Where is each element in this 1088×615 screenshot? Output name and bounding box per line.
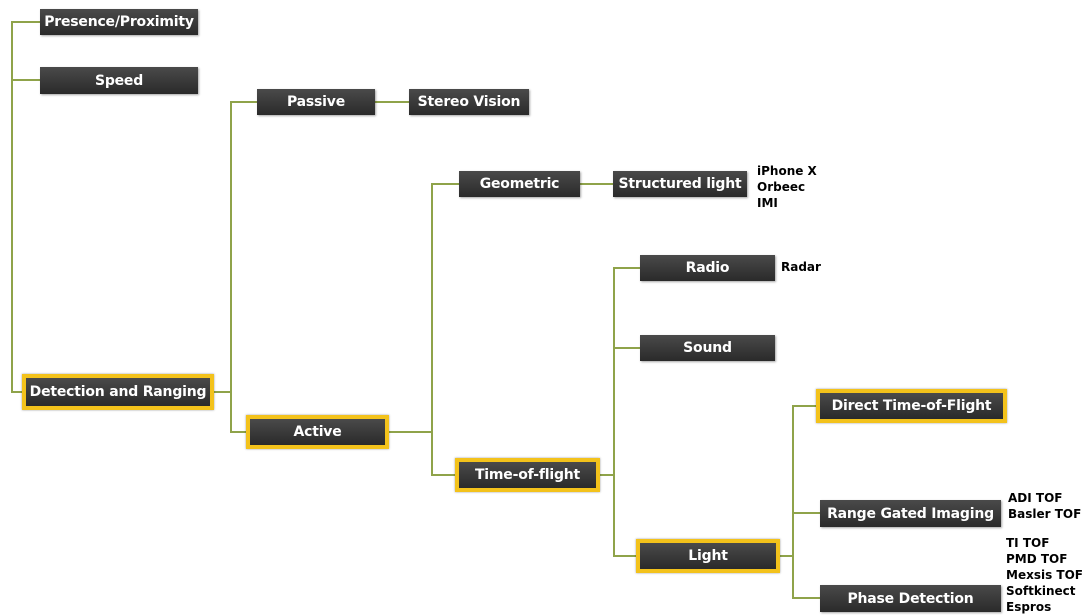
node-stereo-vision: Stereo Vision [409,89,529,115]
node-structured-light: Structured light [613,171,747,197]
annotation-range-gated: ADI TOF Basler TOF [1008,490,1081,522]
annotation-structured-light: iPhone X Orbeec IMI [757,163,817,211]
node-speed: Speed [40,67,198,94]
node-passive: Passive [257,89,375,115]
node-light: Light [636,539,780,573]
annotation-line: ADI TOF [1008,491,1063,505]
node-range-gated-imaging: Range Gated Imaging [820,500,1001,527]
node-sound: Sound [640,335,775,361]
annotation-phase-detection: TI TOF PMD TOF Mexsis TOF Softkinect Esp… [1006,535,1083,615]
annotation-line: Softkinect [1006,584,1076,598]
annotation-line: Radar [781,260,821,274]
annotation-line: Espros [1006,600,1052,614]
annotation-line: IMI [757,196,778,210]
node-phase-detection: Phase Detection [820,585,1001,612]
annotation-line: Orbeec [757,180,806,194]
node-presence-proximity: Presence/Proximity [40,9,198,35]
node-detection-and-ranging: Detection and Ranging [22,374,214,410]
annotation-line: iPhone X [757,164,817,178]
annotation-radio: Radar [781,259,821,275]
annotation-line: Mexsis TOF [1006,568,1083,582]
node-time-of-flight: Time-of-flight [455,458,600,492]
node-radio: Radio [640,255,775,281]
node-direct-time-of-flight: Direct Time-of-Flight [816,389,1007,423]
node-active: Active [246,415,389,449]
annotation-line: Basler TOF [1008,507,1082,521]
annotation-line: PMD TOF [1006,552,1068,566]
annotation-line: TI TOF [1006,536,1050,550]
node-geometric: Geometric [459,171,580,197]
